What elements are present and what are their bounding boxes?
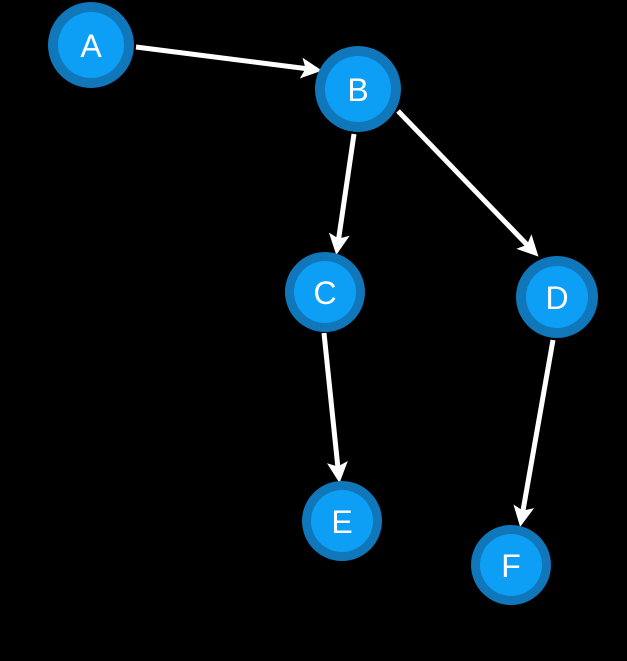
node-e-fill — [311, 490, 373, 552]
node-a-fill — [58, 12, 124, 78]
node-c[interactable]: C — [285, 252, 365, 332]
node-c-label: C — [313, 275, 336, 311]
node-e[interactable]: E — [302, 481, 382, 561]
node-d-label: D — [545, 280, 568, 316]
edge-b-c[interactable] — [328, 133, 357, 255]
edge-d-f[interactable] — [513, 339, 556, 527]
edge-a-b[interactable] — [135, 44, 322, 79]
nodes-layer: A B C D E — [48, 2, 598, 605]
node-d[interactable]: D — [516, 256, 598, 338]
node-f[interactable]: F — [471, 525, 551, 605]
node-b-fill — [325, 56, 391, 122]
node-b-label: B — [347, 72, 368, 108]
node-f-fill — [480, 534, 542, 596]
edges-layer — [135, 44, 556, 527]
edge-c-e[interactable] — [321, 332, 348, 483]
node-d-fill — [526, 266, 588, 328]
edge-b-d[interactable] — [396, 109, 539, 257]
node-e-label: E — [331, 504, 352, 540]
node-a-label: A — [80, 28, 102, 64]
node-f-label: F — [501, 548, 521, 584]
node-b[interactable]: B — [315, 46, 401, 132]
node-a[interactable]: A — [48, 2, 134, 88]
node-c-fill — [294, 261, 356, 323]
